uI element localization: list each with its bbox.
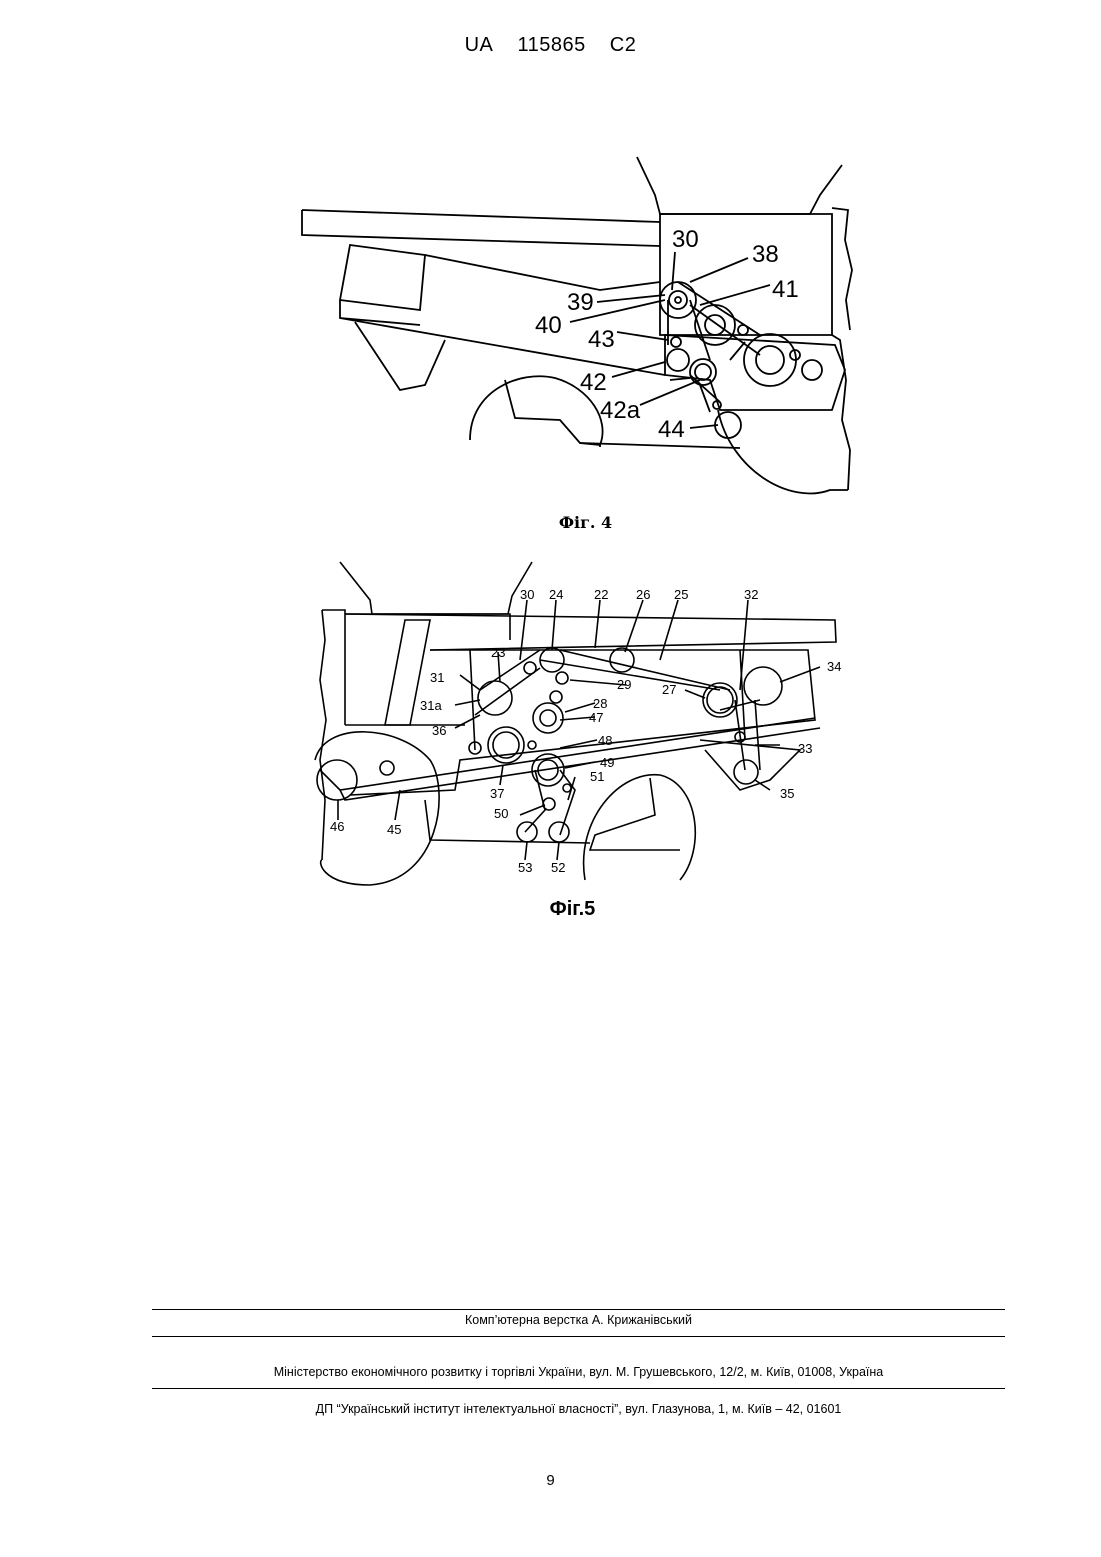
footer-rule-top: [152, 1309, 1005, 1310]
kind-code: C2: [610, 34, 637, 56]
label-22: 22: [594, 587, 608, 602]
label-23: 23: [491, 645, 505, 660]
label-41: 41: [772, 276, 799, 303]
label-43: 43: [588, 326, 615, 353]
label-47: 47: [589, 710, 603, 725]
label-49: 49: [600, 755, 614, 770]
label-29: 29: [617, 677, 631, 692]
label-31: 31: [430, 670, 444, 685]
label-31a: 31a: [420, 698, 442, 713]
footer-rule-middle: [152, 1336, 1005, 1337]
label-51: 51: [590, 769, 604, 784]
figure-4-drawing: 30 38 41 39 40 43 42 42a 44: [0, 140, 1101, 510]
patent-number: 115865: [517, 34, 585, 56]
label-27: 27: [662, 682, 676, 697]
label-36: 36: [432, 723, 446, 738]
label-25: 25: [674, 587, 688, 602]
label-50: 50: [494, 806, 508, 821]
label-42: 42: [580, 369, 607, 396]
label-35: 35: [780, 786, 794, 801]
label-53: 53: [518, 860, 532, 875]
ministry-address: Міністерство економічного розвитку і тор…: [152, 1365, 1005, 1379]
footer-rule-bottom: [152, 1388, 1005, 1389]
figure-5-drawing: 30 24 22 26 25 32 23 29 31 31a 36 28 47 …: [0, 550, 1101, 895]
label-40: 40: [535, 312, 562, 339]
label-37: 37: [490, 786, 504, 801]
label-34: 34: [827, 659, 841, 674]
institute-address: ДП “Український інститут інтелектуальної…: [152, 1402, 1005, 1416]
country-code: UA: [465, 34, 494, 56]
label-44: 44: [658, 416, 685, 443]
figure-4-caption: Фіг. 4: [35, 513, 1101, 532]
label-30: 30: [520, 587, 534, 602]
label-30: 30: [672, 226, 699, 253]
label-38: 38: [752, 241, 779, 268]
patent-header: UA 115865 C2: [0, 34, 1101, 57]
label-46: 46: [330, 819, 344, 834]
label-45: 45: [387, 822, 401, 837]
label-52: 52: [551, 860, 565, 875]
label-42a: 42a: [600, 397, 641, 424]
label-32: 32: [744, 587, 758, 602]
label-39: 39: [567, 289, 594, 316]
label-48: 48: [598, 733, 612, 748]
label-28: 28: [593, 696, 607, 711]
figure-5-caption: Фіг.5: [22, 898, 1101, 921]
typesetter-credit: Комп’ютерна верстка А. Крижанівський: [152, 1313, 1005, 1327]
page-number: 9: [0, 1472, 1101, 1489]
label-24: 24: [549, 587, 563, 602]
label-33: 33: [798, 741, 812, 756]
label-26: 26: [636, 587, 650, 602]
